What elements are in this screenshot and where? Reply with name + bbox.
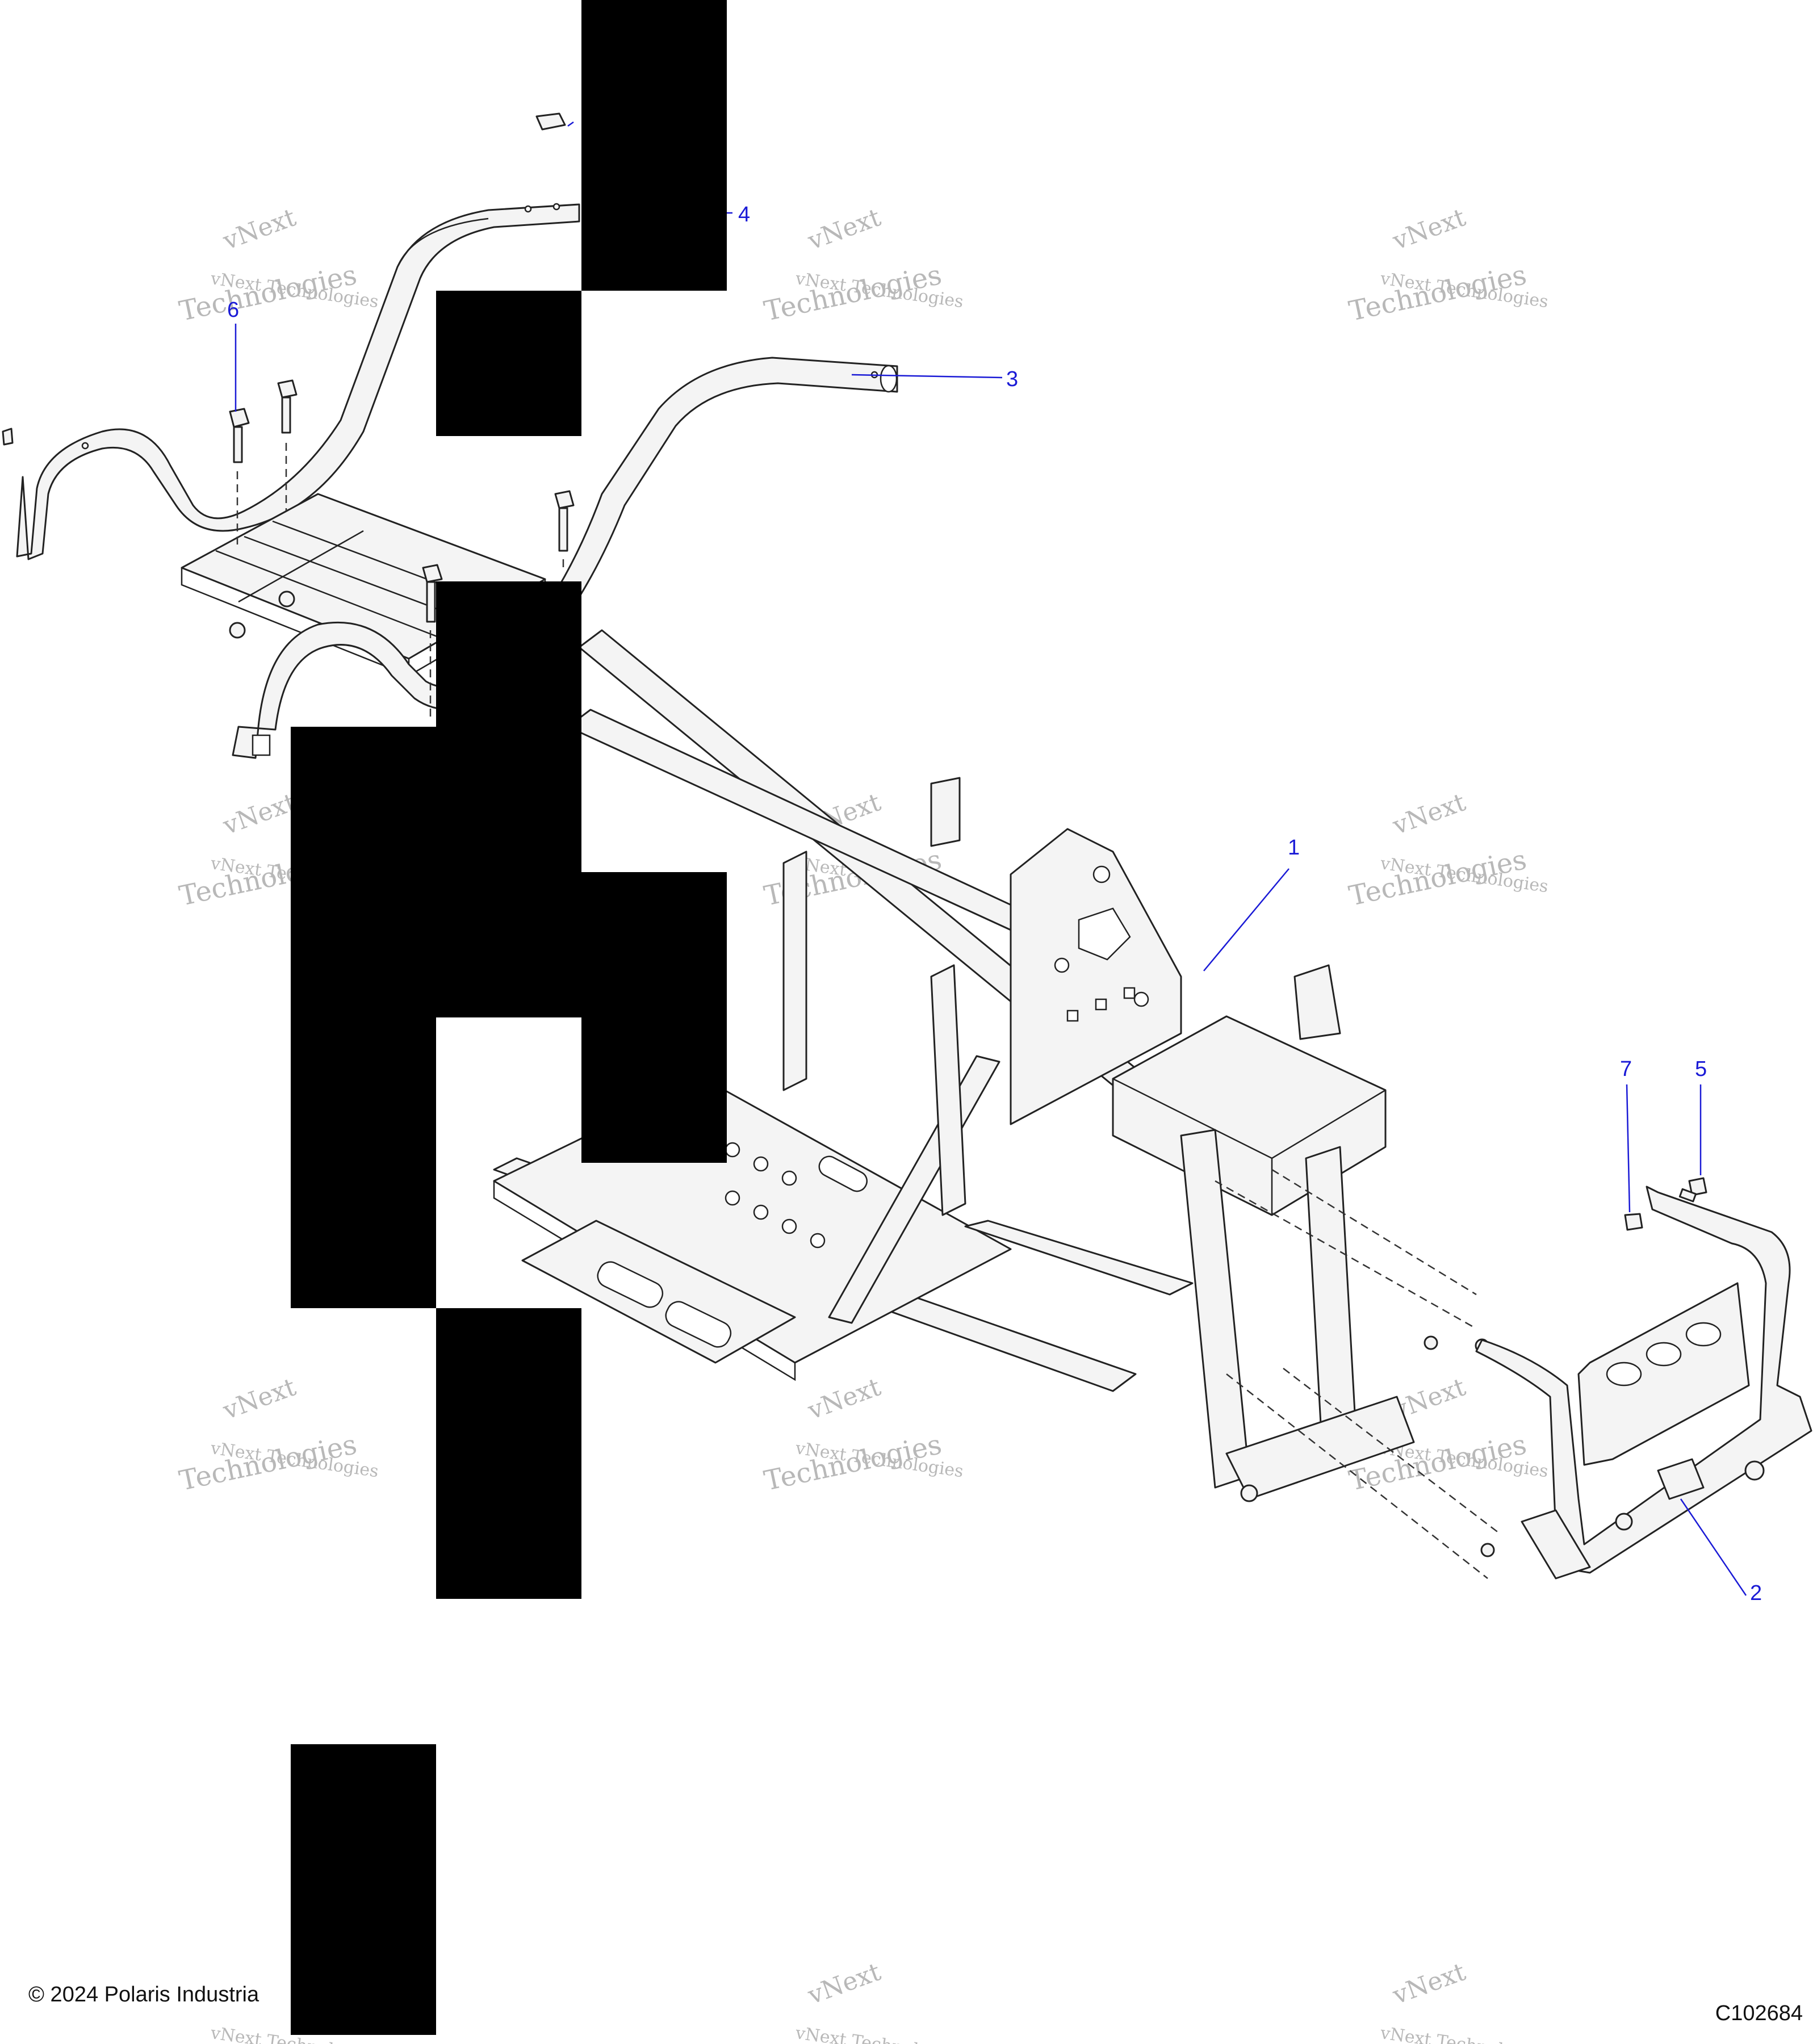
floor-slot bbox=[597, 1261, 664, 1308]
watermark-tile: vNext vNext Technologies bbox=[1379, 1957, 1550, 2044]
callout-5: 5 bbox=[1695, 1057, 1707, 1081]
watermark-line3: Technologies bbox=[177, 1429, 359, 1497]
redaction-block bbox=[436, 1308, 581, 1599]
nut-part-7 bbox=[1624, 1213, 1643, 1231]
watermark-tile: vNext vNext Technologies Technologies bbox=[1346, 788, 1550, 912]
bolt-part-5 bbox=[1678, 1177, 1707, 1203]
cutout bbox=[1646, 1342, 1682, 1367]
watermark-tile: vNext vNext Technologies Technologies bbox=[177, 1372, 380, 1497]
mount-hole bbox=[81, 442, 89, 450]
mount-hole bbox=[1095, 998, 1107, 1011]
callout-4: 4 bbox=[738, 203, 750, 227]
copyright-notice: © 2024 Polaris Industria bbox=[28, 1983, 259, 2007]
watermark-line2: vNext Technologies bbox=[794, 2023, 965, 2044]
redaction-block bbox=[291, 1017, 436, 1308]
bolt-icon bbox=[1688, 1177, 1707, 1196]
cutout bbox=[1078, 907, 1131, 961]
watermark-line3: Technologies bbox=[1346, 844, 1529, 912]
watermark-line2: vNext Technologies bbox=[1379, 2023, 1550, 2044]
callout-labels: 1 2 3 4 5 6 7 bbox=[227, 203, 1762, 1605]
redaction-blocks bbox=[291, 0, 727, 2035]
main-frame-part-1 bbox=[493, 629, 1415, 1502]
mount-hole bbox=[1092, 865, 1111, 883]
bolt-icon bbox=[1424, 1335, 1438, 1350]
bolt-icon bbox=[554, 490, 575, 552]
floor-hole bbox=[781, 1218, 797, 1234]
mount-hole bbox=[552, 203, 560, 211]
mount-hole bbox=[524, 205, 532, 213]
nut-icon bbox=[2, 428, 14, 446]
watermark-line1: vNext bbox=[803, 203, 885, 256]
mount-hole bbox=[1133, 991, 1149, 1007]
watermark-tile: vNext vNext Technologies Technologies bbox=[177, 203, 380, 328]
watermark-line3: Technologies bbox=[761, 1429, 944, 1497]
watermark-line3: Technologies bbox=[177, 259, 359, 328]
watermark-tile: vNext vNext Technologies Technologies bbox=[761, 1372, 965, 1497]
redaction-block bbox=[436, 291, 581, 436]
watermark-tile: vNext vNext Technologies Technologies bbox=[1346, 203, 1550, 328]
redaction-block bbox=[291, 727, 581, 1017]
watermark-tile: vNext vNext Technologies Technologies bbox=[761, 203, 965, 328]
watermark-line1: vNext bbox=[219, 788, 300, 840]
floor-slot bbox=[818, 1155, 868, 1192]
tube-end bbox=[880, 365, 898, 393]
callout-3: 3 bbox=[1006, 367, 1018, 391]
floor-hole bbox=[753, 1204, 769, 1220]
tube-end bbox=[252, 734, 271, 756]
cutout bbox=[1606, 1362, 1642, 1387]
watermark-line1: vNext bbox=[219, 1372, 300, 1425]
callout-2: 2 bbox=[1750, 1581, 1762, 1605]
bolts-part-6 bbox=[229, 379, 575, 721]
bolt-icon bbox=[277, 379, 298, 434]
mount-hole bbox=[1123, 987, 1136, 999]
rear-rack-tube-part-4 bbox=[16, 203, 580, 560]
watermark-line1: vNext bbox=[803, 1957, 885, 2010]
watermark-line1: vNext bbox=[1388, 788, 1469, 840]
rack-tube-part-3 bbox=[232, 357, 898, 759]
watermark-line1: vNext bbox=[1388, 203, 1469, 256]
callout-7: 7 bbox=[1620, 1057, 1632, 1081]
watermark-tile: vNext vNext Technologies bbox=[794, 1957, 965, 2044]
nut-icon bbox=[229, 622, 246, 639]
redaction-block bbox=[436, 581, 581, 727]
figure-code: C102684 bbox=[1715, 2001, 1803, 2025]
floor-slot bbox=[665, 1301, 732, 1348]
front-bumper-part-2 bbox=[1475, 1186, 1812, 1580]
bolt-icon bbox=[1480, 1543, 1495, 1557]
watermark-line1: vNext bbox=[219, 203, 300, 256]
clip-icon bbox=[535, 112, 566, 131]
floor-hole bbox=[781, 1170, 797, 1186]
watermark-line1: vNext bbox=[1388, 1957, 1469, 2010]
floor-hole bbox=[810, 1233, 826, 1249]
watermark-line1: vNext bbox=[803, 1372, 885, 1425]
watermark-line3: Technologies bbox=[1346, 259, 1529, 328]
floor-hole bbox=[725, 1142, 740, 1158]
callout-6: 6 bbox=[227, 298, 239, 322]
watermark-line3: Technologies bbox=[761, 259, 944, 328]
bolt-icon bbox=[229, 408, 250, 463]
callout-1: 1 bbox=[1288, 836, 1300, 860]
redaction-block bbox=[291, 1744, 436, 2035]
cutout bbox=[1685, 1322, 1722, 1347]
redaction-block bbox=[581, 0, 727, 291]
bolt-icon bbox=[422, 564, 443, 623]
mount-hole bbox=[1066, 1010, 1079, 1022]
nut-icon bbox=[278, 590, 295, 608]
floor-hole bbox=[753, 1156, 769, 1172]
mount-hole bbox=[1054, 957, 1070, 973]
redaction-block bbox=[581, 872, 727, 1163]
floor-hole bbox=[725, 1190, 740, 1206]
